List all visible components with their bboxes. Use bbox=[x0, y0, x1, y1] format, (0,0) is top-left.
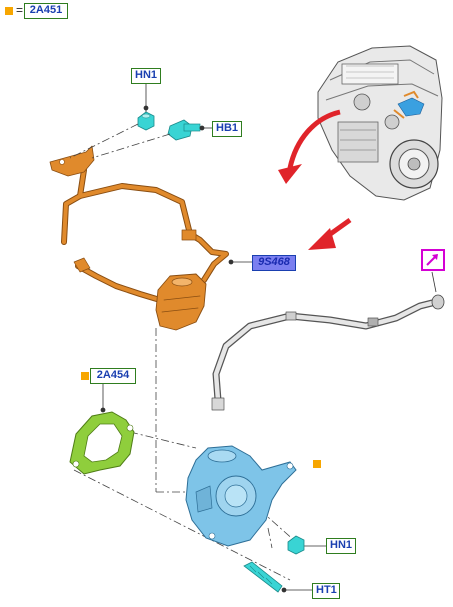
reference-marker-pump bbox=[313, 460, 321, 468]
bolt-hb1 bbox=[167, 119, 201, 141]
callout-hn1-bottom[interactable]: HN1 bbox=[326, 538, 356, 554]
callout-2a454[interactable]: 2A454 bbox=[90, 368, 136, 384]
gasket-2a454 bbox=[69, 411, 135, 475]
reference-marker-gasket bbox=[81, 372, 89, 380]
reference-marker bbox=[5, 7, 13, 15]
stud-ht1 bbox=[243, 561, 283, 593]
pointer-arrow-icon bbox=[308, 217, 352, 250]
engine-overview-image bbox=[317, 45, 443, 201]
nut-hn1-bottom bbox=[287, 535, 305, 555]
vacuum-tube-assembly bbox=[49, 145, 229, 331]
assembly-dashed-lines bbox=[69, 123, 297, 581]
external-link-button[interactable] bbox=[421, 249, 445, 271]
callout-hb1[interactable]: HB1 bbox=[212, 121, 242, 137]
callout-hn1-top[interactable]: HN1 bbox=[131, 68, 161, 84]
legend-equals: = bbox=[16, 3, 24, 17]
curved-arrow-icon bbox=[278, 109, 341, 184]
vacuum-pump bbox=[185, 445, 297, 547]
nut-hn1-top bbox=[137, 111, 155, 131]
callout-2a451[interactable]: 2A451 bbox=[24, 3, 68, 19]
vacuum-hose bbox=[211, 294, 445, 411]
callout-9s468[interactable]: 9S468 bbox=[252, 255, 296, 271]
callout-ht1[interactable]: HT1 bbox=[312, 583, 340, 599]
external-link-icon bbox=[426, 254, 438, 266]
